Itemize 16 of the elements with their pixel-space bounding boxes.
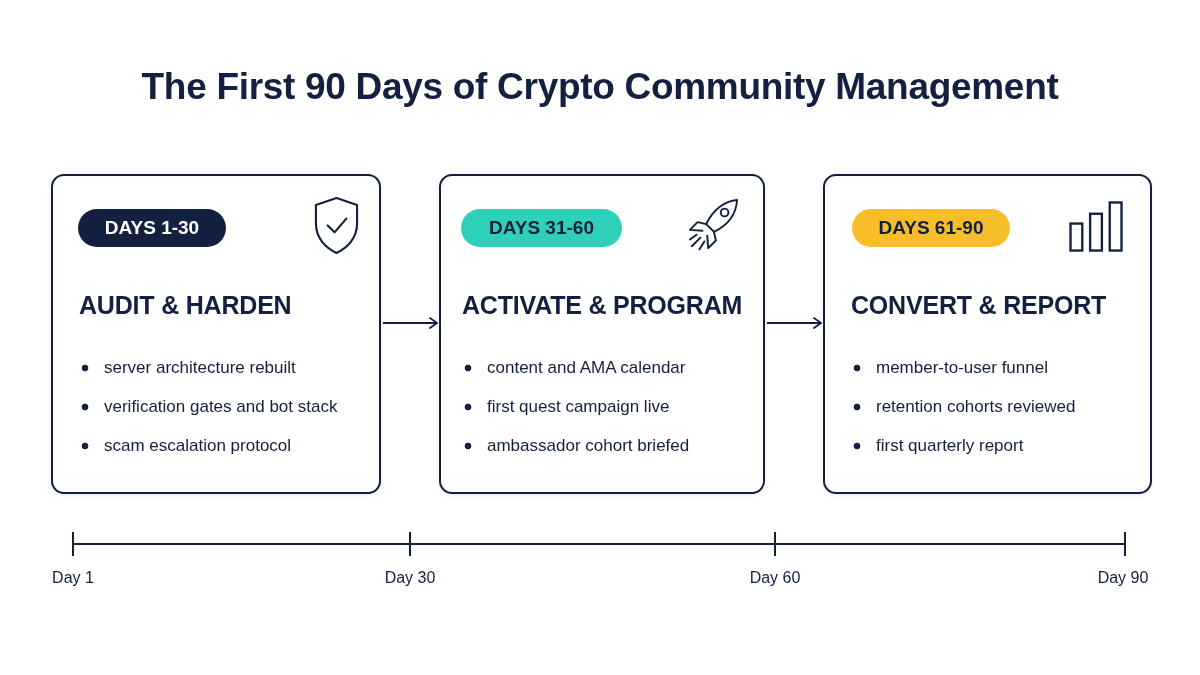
phase-card (51, 174, 381, 494)
day-label: Day 30 (384, 568, 436, 588)
phase-tag: DAYS 31-60 (461, 209, 622, 247)
page-title: The First 90 Days of Crypto Community Management (141, 65, 1059, 109)
phase-heading: AUDIT & HARDEN (79, 290, 292, 321)
phase-tag: DAYS 1-30 (78, 209, 226, 247)
phase-tag: DAYS 61-90 (852, 209, 1010, 247)
phase-card (823, 174, 1152, 494)
phase-heading: ACTIVATE & PROGRAM (462, 290, 743, 321)
arrow (766, 317, 822, 329)
day-label: Day 90 (1097, 568, 1149, 588)
day-label: Day 60 (749, 568, 801, 588)
day-label: Day 1 (52, 568, 94, 588)
phase-heading: CONVERT & REPORT (851, 290, 1107, 321)
arrow (382, 317, 438, 329)
phase-card (439, 174, 765, 494)
